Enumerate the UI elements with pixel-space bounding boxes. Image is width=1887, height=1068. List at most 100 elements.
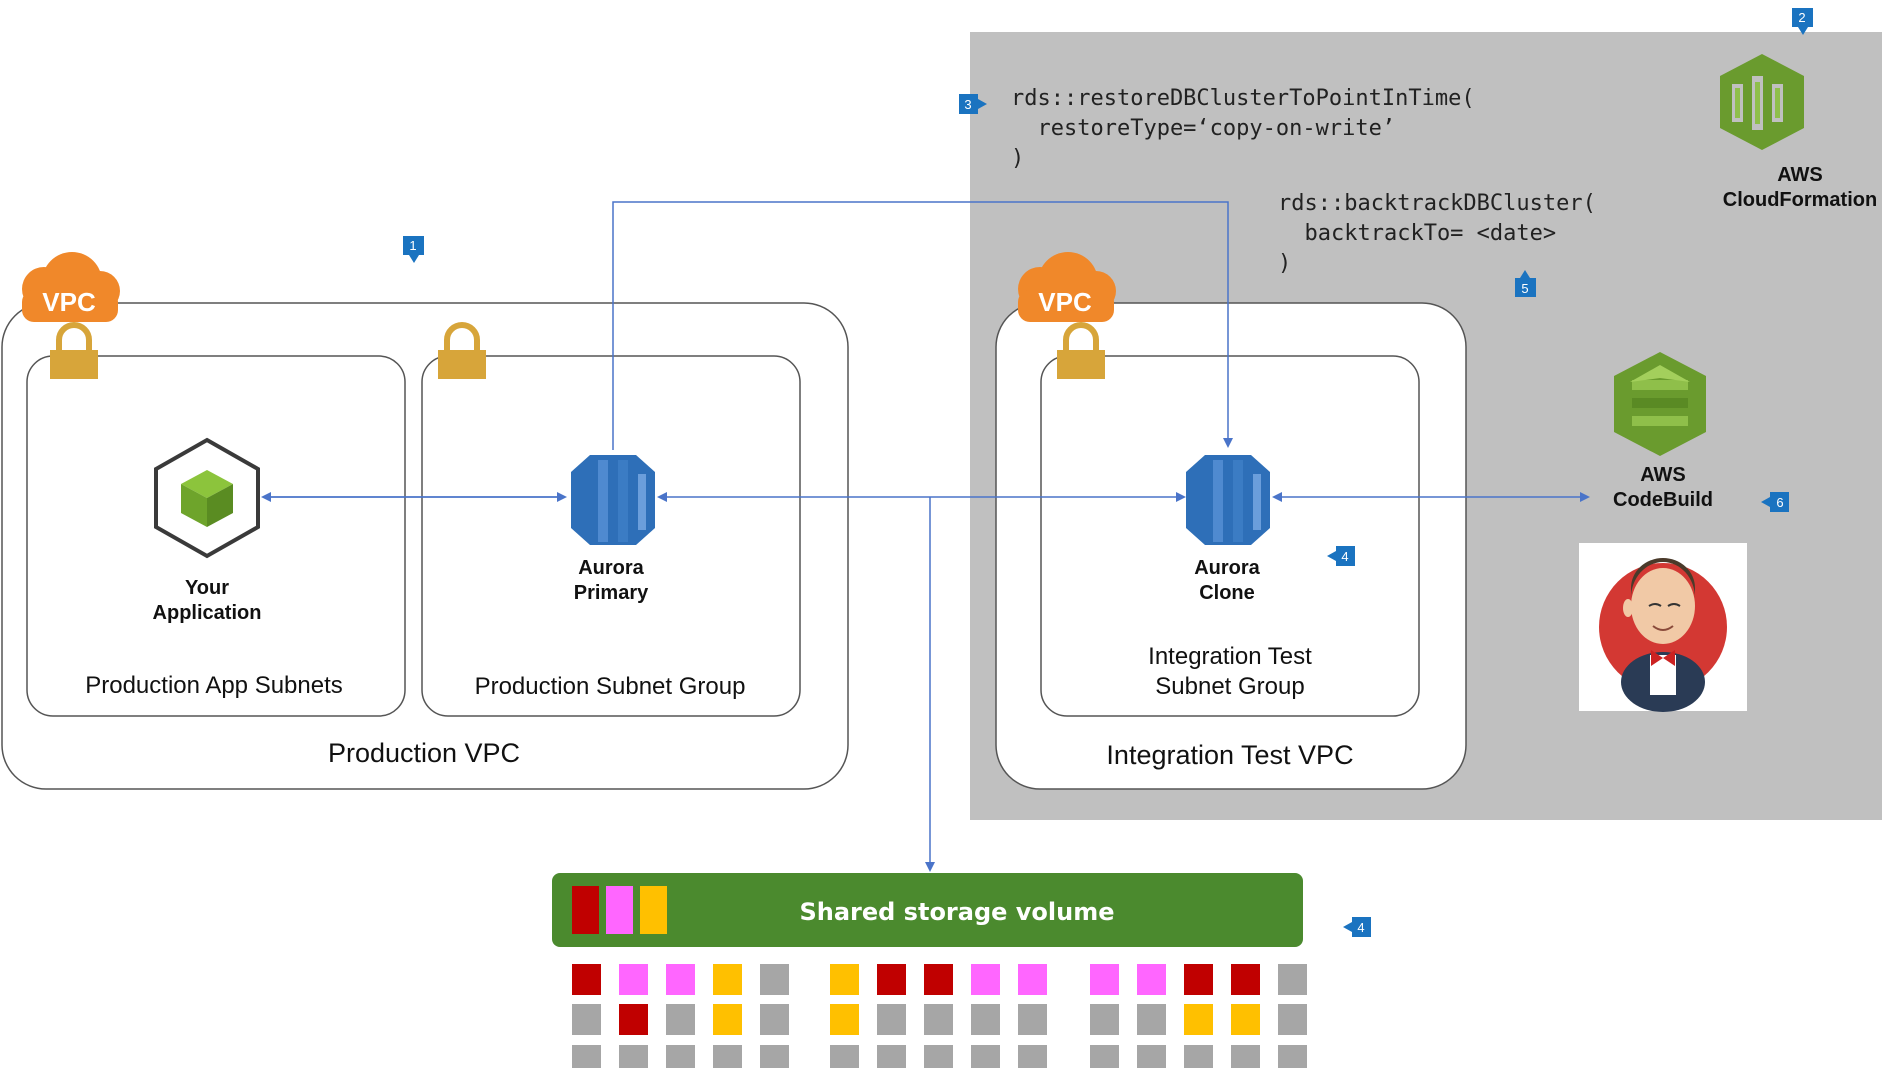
storage-block	[830, 964, 859, 995]
storage-block	[760, 1045, 789, 1068]
cloudformation-label-line1: AWS	[1777, 164, 1823, 186]
storage-block	[924, 964, 953, 995]
production-vpc-cloud-icon: VPC	[22, 252, 120, 322]
aurora-database-icon	[1186, 455, 1270, 545]
backtrack-code-line3: )	[1278, 251, 1291, 276]
application-cube-icon	[154, 437, 260, 559]
shared-storage-volume-bar	[552, 873, 1303, 947]
production-app-subnets-label: Production App Subnets	[85, 672, 343, 699]
storage-block	[619, 964, 648, 995]
codebuild-label-line1: AWS	[1640, 464, 1686, 486]
jenkins-butler-icon	[1579, 543, 1747, 712]
storage-block	[1278, 1004, 1307, 1035]
step-badge-number: 2	[1798, 10, 1805, 25]
lock-icon	[438, 322, 486, 379]
aurora-primary-label-line2: Primary	[574, 582, 649, 604]
storage-block	[713, 1004, 742, 1035]
integration-vpc-cloud-icon: VPC	[1018, 252, 1116, 322]
storage-block	[1231, 1004, 1260, 1035]
storage-block	[713, 1045, 742, 1068]
storage-block	[760, 1004, 789, 1035]
storage-block	[1137, 964, 1166, 995]
storage-block	[877, 1045, 906, 1068]
storage-block	[1090, 1004, 1119, 1035]
legend-block-pink	[606, 886, 633, 934]
storage-block	[760, 964, 789, 995]
app-label-line1: Your	[185, 577, 229, 599]
storage-block	[619, 1004, 648, 1035]
storage-block	[1018, 1045, 1047, 1068]
storage-block	[1137, 1004, 1166, 1035]
storage-block	[1090, 1045, 1119, 1068]
storage-block	[924, 1045, 953, 1068]
storage-block	[877, 964, 906, 995]
storage-block	[1090, 964, 1119, 995]
step-badge-3: 3	[959, 94, 987, 114]
storage-block	[666, 964, 695, 995]
step-badge-2: 2	[1792, 8, 1813, 35]
app-label-line2: Application	[153, 602, 262, 624]
aurora-clone-label-line2: Clone	[1199, 582, 1255, 604]
production-vpc-title: Production VPC	[328, 738, 520, 768]
lock-icon	[50, 322, 98, 379]
step-badge-6: 6	[1761, 492, 1789, 512]
storage-block	[666, 1004, 695, 1035]
step-badge-number: 4	[1357, 920, 1364, 935]
storage-block	[1231, 1045, 1260, 1068]
storage-block	[877, 1004, 906, 1035]
aurora-clone-label-line1: Aurora	[1194, 557, 1260, 579]
storage-block	[572, 1045, 601, 1068]
storage-block	[572, 1004, 601, 1035]
storage-block	[1018, 1004, 1047, 1035]
legend-block-red	[572, 886, 599, 934]
cloudformation-label-line2: CloudFormation	[1723, 189, 1877, 211]
cloudformation-icon	[1720, 54, 1804, 150]
aurora-primary-label-line1: Aurora	[578, 557, 644, 579]
lock-icon	[1057, 322, 1105, 379]
storage-block	[1137, 1045, 1166, 1068]
step-badge-1: 1	[403, 236, 424, 263]
integration-vpc-title: Integration Test VPC	[1106, 740, 1353, 770]
storage-block	[971, 1045, 1000, 1068]
production-subnet-group-label: Production Subnet Group	[475, 673, 746, 700]
step-badge-number: 1	[409, 238, 416, 253]
storage-block	[830, 1045, 859, 1068]
step-badge-4: 4	[1343, 917, 1371, 937]
step-badge-number: 3	[964, 97, 971, 112]
step-badge-number: 4	[1341, 549, 1348, 564]
restore-code-line2: restoreType=‘copy-on-write’	[1011, 116, 1395, 141]
storage-block	[713, 964, 742, 995]
storage-block	[1231, 964, 1260, 995]
backtrack-code-line2: backtrackTo= <date>	[1278, 221, 1556, 246]
storage-block	[1018, 964, 1047, 995]
aurora-database-icon	[571, 455, 655, 545]
storage-block	[1278, 964, 1307, 995]
integration-subnet-group-label-line1: Integration Test	[1148, 643, 1312, 670]
codebuild-label-line2: CodeBuild	[1613, 489, 1713, 511]
codebuild-icon	[1614, 352, 1706, 456]
storage-block	[830, 1004, 859, 1035]
step-badge-4: 4	[1327, 546, 1355, 566]
storage-block	[1184, 1045, 1213, 1068]
integration-subnet-group-label-line2: Subnet Group	[1155, 673, 1304, 700]
backtrack-code-line1: rds::backtrackDBCluster(	[1278, 191, 1596, 216]
step-badge-5: 5	[1515, 270, 1536, 297]
integration-vpc-tag: VPC	[1038, 287, 1092, 317]
storage-block	[666, 1045, 695, 1068]
storage-block	[572, 964, 601, 995]
storage-block	[924, 1004, 953, 1035]
storage-blocks-grid	[572, 964, 1307, 1068]
step-badge-number: 5	[1521, 281, 1528, 296]
shared-storage-volume-label: Shared storage volume	[799, 898, 1114, 926]
storage-block	[1184, 964, 1213, 995]
clone-connector-line	[612, 201, 1233, 450]
storage-block	[1278, 1045, 1307, 1068]
restore-code-line3: )	[1011, 146, 1024, 171]
production-vpc-tag: VPC	[42, 287, 96, 317]
storage-block	[1184, 1004, 1213, 1035]
restore-code-line1: rds::restoreDBClusterToPointInTime(	[1011, 86, 1475, 111]
storage-block	[971, 964, 1000, 995]
step-badge-number: 6	[1776, 495, 1783, 510]
storage-block	[619, 1045, 648, 1068]
